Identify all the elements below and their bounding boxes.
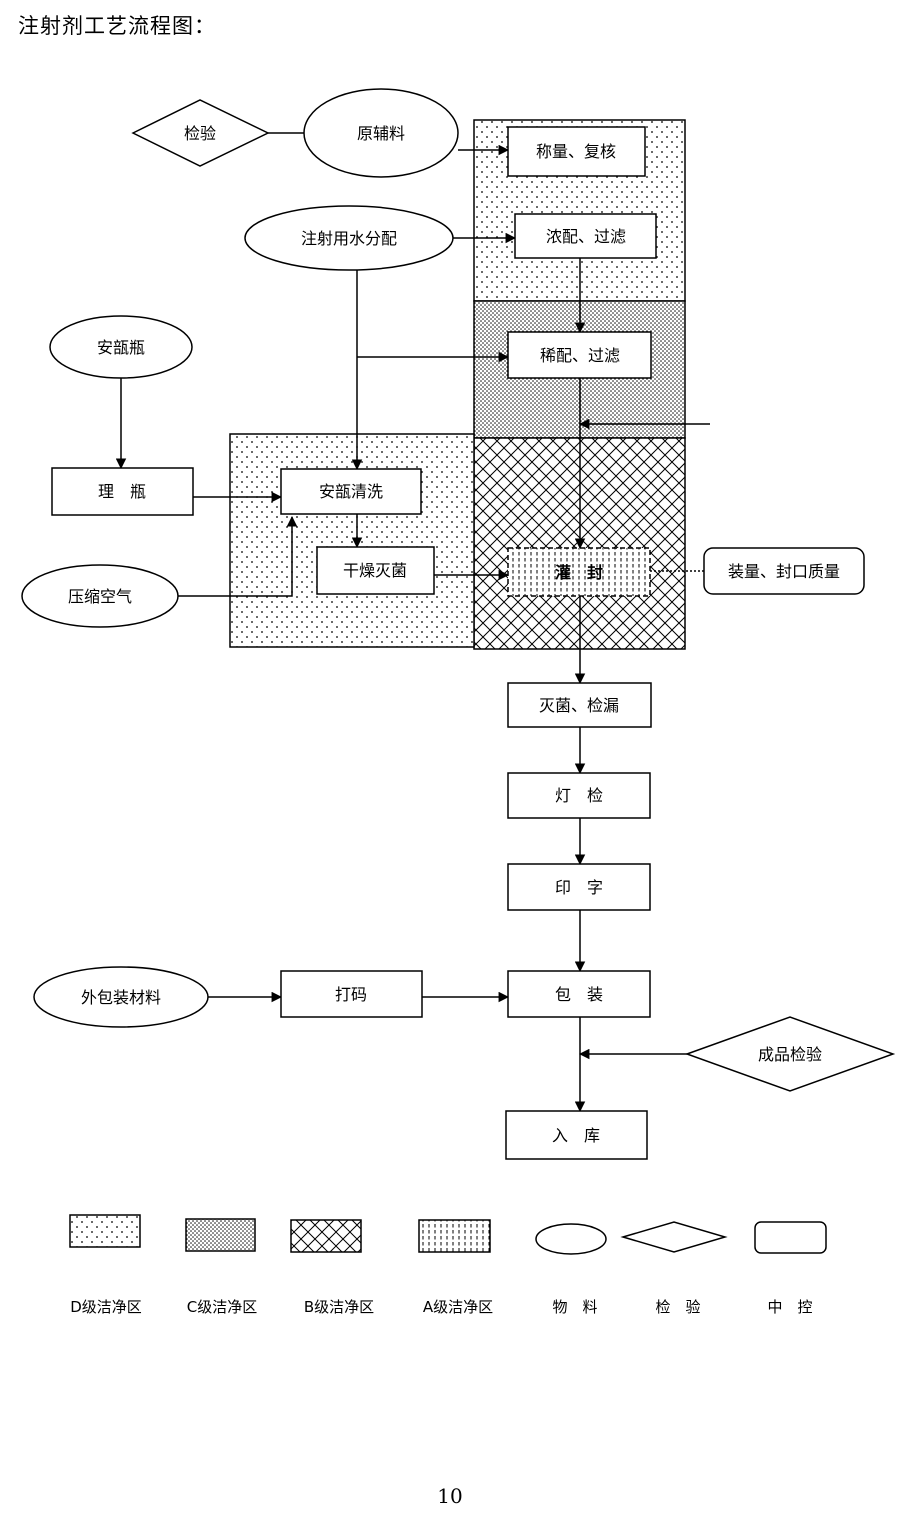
legend: D级洁净区 C级洁净区 B级洁净区 A级洁净区 物 料 检 验 中 控 — [69, 1214, 827, 1316]
svg-text:灯 检: 灯 检 — [555, 786, 603, 805]
legend-symbol-material — [535, 1223, 607, 1255]
node-ampoule-washing: 安瓿清洗 — [280, 468, 422, 515]
node-concentrated-mixing: 浓配、过滤 — [514, 213, 657, 259]
node-compressed-air: 压缩空气 — [21, 564, 179, 628]
svg-text:浓配、过滤: 浓配、过滤 — [546, 227, 626, 246]
legend-label-in-process-control: 中 控 — [767, 1298, 812, 1316]
node-finished-product-inspection: 成品检验 — [684, 1016, 896, 1092]
svg-text:检验: 检验 — [184, 124, 216, 143]
svg-text:包 装: 包 装 — [555, 985, 603, 1004]
legend-symbol-in-process-control — [754, 1221, 827, 1254]
node-coding: 打码 — [280, 970, 423, 1018]
svg-text:干燥灭菌: 干燥灭菌 — [343, 561, 407, 580]
svg-text:安瓿清洗: 安瓿清洗 — [319, 482, 383, 501]
node-warehousing: 入 库 — [505, 1110, 648, 1160]
legend-label-d-zone: D级洁净区 — [70, 1298, 142, 1316]
node-raw-materials: 原辅料 — [303, 88, 459, 178]
svg-text:理 瓶: 理 瓶 — [98, 482, 146, 501]
legend-symbol-a-zone — [418, 1219, 491, 1253]
svg-text:成品检验: 成品检验 — [758, 1045, 822, 1064]
legend-label-b-zone: B级洁净区 — [304, 1298, 374, 1316]
legend-label-inspection: 检 验 — [655, 1298, 700, 1316]
svg-text:注射用水分配: 注射用水分配 — [301, 229, 397, 248]
node-printing: 印 字 — [507, 863, 651, 911]
node-water-distribution: 注射用水分配 — [244, 205, 454, 271]
legend-symbol-d-zone — [69, 1214, 141, 1248]
zone-d-left — [229, 433, 475, 648]
page-number: 10 — [437, 1484, 463, 1508]
svg-text:原辅料: 原辅料 — [357, 124, 405, 143]
node-inspection-top: 检验 — [131, 99, 270, 167]
node-fill-seal-quality: 装量、封口质量 — [703, 547, 865, 595]
svg-text:入 库: 入 库 — [552, 1126, 600, 1145]
legend-symbol-inspection — [620, 1221, 728, 1253]
node-light-inspection: 灯 检 — [507, 772, 651, 819]
node-packaging: 包 装 — [507, 970, 651, 1018]
node-filling-sealing: 灌 封 — [507, 547, 651, 597]
legend-symbol-b-zone — [290, 1219, 362, 1253]
svg-text:打码: 打码 — [335, 985, 367, 1004]
svg-text:装量、封口质量: 装量、封口质量 — [728, 562, 840, 581]
legend-label-material: 物 料 — [552, 1298, 597, 1316]
legend-symbol-c-zone — [185, 1218, 256, 1252]
svg-text:灭菌、检漏: 灭菌、检漏 — [539, 696, 619, 715]
svg-text:灌 封: 灌 封 — [555, 563, 603, 582]
legend-label-c-zone: C级洁净区 — [187, 1298, 257, 1316]
node-bottle-sorting: 理 瓶 — [51, 467, 194, 516]
svg-text:稀配、过滤: 稀配、过滤 — [540, 346, 620, 365]
svg-text:安瓿瓶: 安瓿瓶 — [97, 338, 145, 357]
legend-label-a-zone: A级洁净区 — [423, 1298, 493, 1316]
node-outer-packaging-materials: 外包装材料 — [33, 966, 209, 1028]
svg-text:印 字: 印 字 — [555, 878, 603, 897]
node-dilute-mixing: 稀配、过滤 — [507, 331, 652, 379]
svg-text:称量、复核: 称量、复核 — [536, 142, 616, 161]
svg-text:外包装材料: 外包装材料 — [81, 988, 161, 1007]
node-ampoules: 安瓿瓶 — [49, 315, 193, 379]
svg-text:压缩空气: 压缩空气 — [68, 587, 132, 606]
node-weighing: 称量、复核 — [507, 126, 646, 177]
page-title: 注射剂工艺流程图： — [18, 14, 216, 38]
node-drying-sterilization: 干燥灭菌 — [316, 546, 435, 595]
node-sterilization-leak-test: 灭菌、检漏 — [507, 682, 652, 728]
